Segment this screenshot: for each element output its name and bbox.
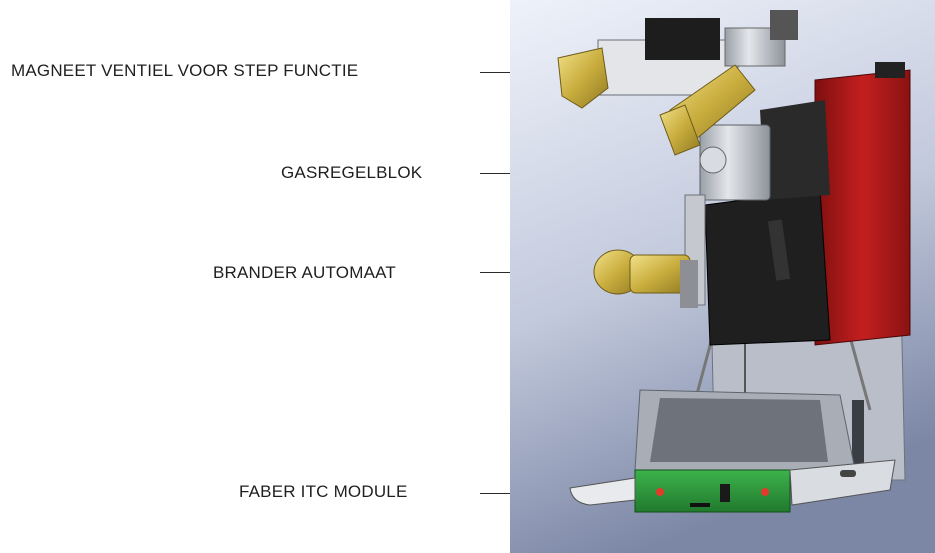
gas-control-assembly-illustration [510,0,935,553]
label-magneet-ventiel: MAGNEET VENTIEL VOOR STEP FUNCTIE [11,61,359,80]
itc-led-right [761,488,769,496]
itc-led-left [656,488,664,496]
label-brander-automaat: BRANDER AUTOMAAT [213,263,396,282]
label-faber-itc-module: FABER ITC MODULE [239,482,408,501]
red-housing-top [875,62,905,78]
bottom-bracket-right [789,459,896,506]
brass-fitting-burner [593,249,698,308]
solenoid-coil [645,18,720,60]
itc-module-top [650,398,828,462]
bracket-slot [840,470,856,477]
itc-switch [720,484,730,502]
label-gasregelblok: GASREGELBLOK [281,163,423,182]
brass-fitting-upper-pipe [659,64,756,156]
red-housing [814,69,911,346]
burner-control-top [760,100,830,200]
itc-connector [690,503,710,507]
bottom-bracket-left [569,477,636,506]
solenoid-connector [770,10,798,40]
burner-label [767,219,791,281]
valve-knob [699,146,727,174]
brass-fitting-top-left [557,47,609,109]
burner-control-box [704,189,831,346]
plate-slot [852,400,864,480]
